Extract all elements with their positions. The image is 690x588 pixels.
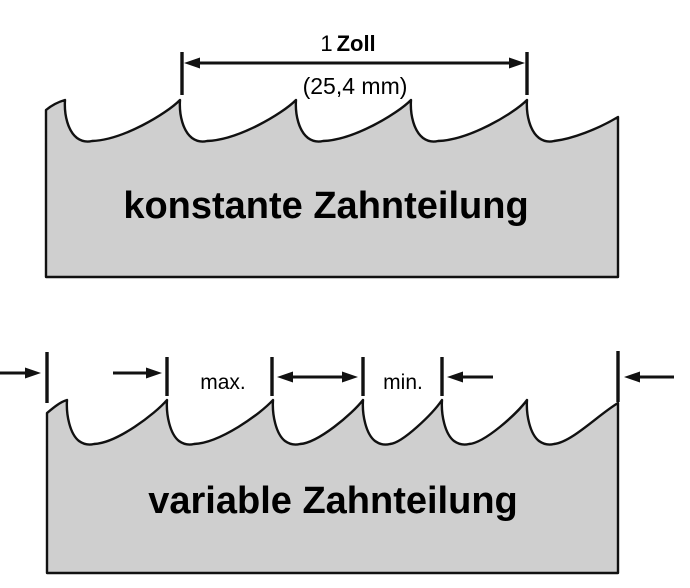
max-pitch-label: max. <box>200 371 246 394</box>
min-pitch-label: min. <box>383 371 423 394</box>
dimension-arrowhead-left <box>184 57 200 69</box>
diagram-shapes <box>0 52 674 575</box>
pitch-arrowhead-left <box>447 371 463 383</box>
constant-pitch-blade <box>44 98 620 279</box>
pitch-arrowhead-right <box>146 367 162 379</box>
mm-dimension-label: (25,4 mm) <box>303 73 408 99</box>
variable-pitch-blade <box>45 398 620 575</box>
dimension-arrowhead-right <box>509 57 525 69</box>
dimension-number: 1 <box>320 31 332 56</box>
pitch-arrowhead-right <box>342 371 358 383</box>
constant-pitch-caption: konstante Zahnteilung <box>123 185 528 227</box>
dimension-unit: Zoll <box>337 31 376 56</box>
variable-pitch-caption: variable Zahnteilung <box>148 480 518 522</box>
pitch-arrowhead-right <box>25 367 41 379</box>
pitch-arrowhead-left <box>277 371 293 383</box>
pitch-arrowhead-left <box>624 371 640 383</box>
